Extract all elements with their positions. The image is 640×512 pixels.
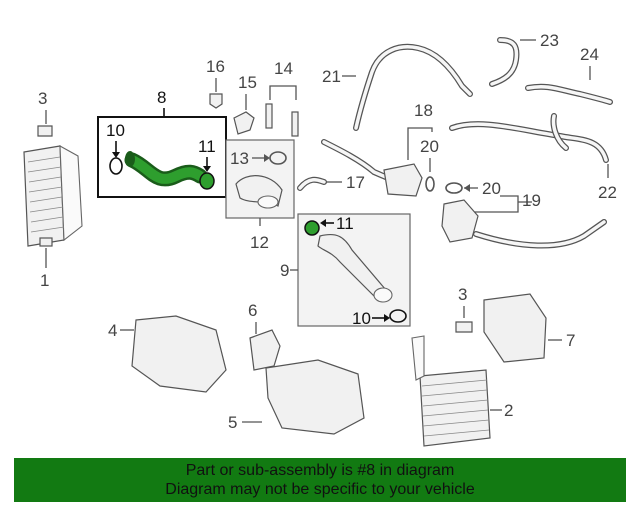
callout-17: 17 <box>346 173 365 192</box>
callout-24: 24 <box>580 45 599 64</box>
air-duct-4 <box>131 315 227 393</box>
callout-19: 19 <box>522 191 541 210</box>
callout-18: 18 <box>414 101 433 120</box>
callout-1: 1 <box>40 271 49 290</box>
valve-19 <box>441 199 479 243</box>
callout-15: 15 <box>238 73 257 92</box>
callout-20-center: 20 <box>420 137 439 156</box>
hose-12 <box>235 175 283 209</box>
notice-banner: Part or sub-assembly is #8 in diagram Di… <box>14 458 626 502</box>
valve-18 <box>383 163 423 197</box>
clamp-11-box9 <box>304 220 320 236</box>
bracket-6 <box>249 329 281 371</box>
callout-12: 12 <box>250 233 269 252</box>
bracket-15 <box>233 111 255 135</box>
air-duct-5 <box>265 359 365 435</box>
bracket-right <box>455 321 473 333</box>
bracket-left <box>37 125 53 137</box>
pipe-9 <box>317 233 393 303</box>
callout-21: 21 <box>322 67 341 86</box>
callout-11-box8: 11 <box>198 137 216 156</box>
callout-3-left: 3 <box>38 89 47 108</box>
callout-14: 14 <box>274 59 293 78</box>
callout-8: 8 <box>157 88 166 107</box>
sensor-16 <box>209 93 223 109</box>
callout-7: 7 <box>566 331 575 350</box>
intercooler-right <box>411 335 491 447</box>
banner-line-1: Part or sub-assembly is #8 in diagram <box>185 462 455 479</box>
clamp-11 <box>199 172 215 190</box>
charge-air-hose-8 <box>124 151 208 187</box>
callout-2: 2 <box>504 401 513 420</box>
callout-22: 22 <box>598 183 617 202</box>
callout-23: 23 <box>540 31 559 50</box>
air-guide-7 <box>483 293 547 363</box>
callout-5: 5 <box>228 413 237 432</box>
callout-13: 13 <box>230 149 249 168</box>
callout-10-box9: 10 <box>352 309 371 328</box>
callout-20-right: 20 <box>482 179 501 198</box>
callout-16: 16 <box>206 57 225 76</box>
banner-line-2: Diagram may not be specific to your vehi… <box>165 481 475 498</box>
intercooler-left <box>23 145 83 247</box>
callout-6: 6 <box>248 301 257 320</box>
callout-11-box9: 11 <box>336 214 354 233</box>
o-ring-10 <box>109 157 123 175</box>
callout-10-box8: 10 <box>106 121 125 140</box>
callout-3-right: 3 <box>458 285 467 304</box>
callout-9: 9 <box>280 261 289 280</box>
callout-4: 4 <box>108 321 117 340</box>
